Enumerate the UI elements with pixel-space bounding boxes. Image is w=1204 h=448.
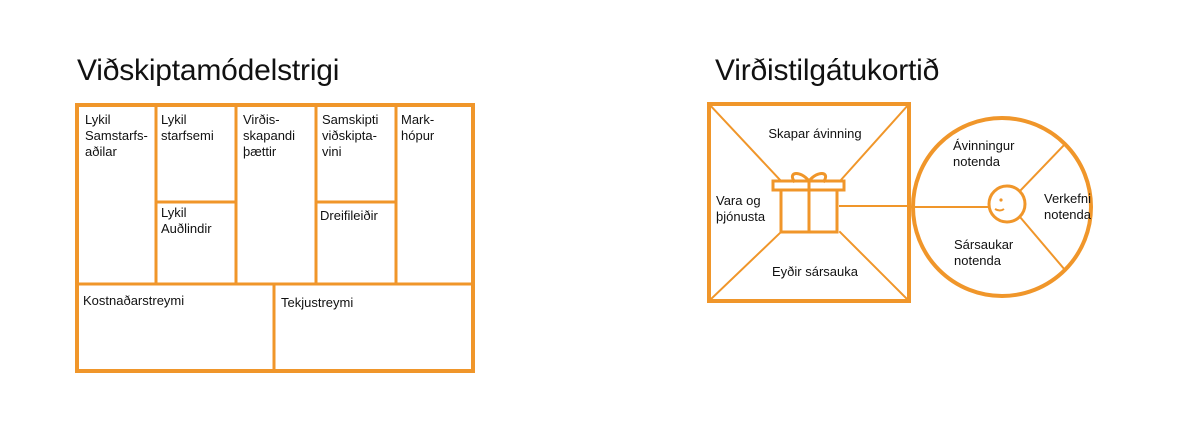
pain-relievers-label: Eyðir sársauka [772,264,858,279]
face-icon [987,184,1027,224]
block-key-resources: Lykil Auðlindir [161,205,212,237]
block-value-propositions: Virðis- skapandi þættir [243,112,295,160]
cost-structure-label: Kostnaðarstreymi [83,293,185,308]
customer-relationships-label: Samskipti viðskipta- vini [322,112,379,159]
gain-creators-label: Skapar ávinning [768,126,862,141]
block-customer-segments: Mark- hópur [401,112,434,144]
channels-label: Dreifileiðir [320,208,378,223]
canvas-title: Viðskiptamódelstrigi [77,54,340,87]
jobs-label: Verkefni notenda [1044,191,1091,222]
customer-segments-label: Mark- hópur [401,112,435,143]
pains-label: Sársaukar notenda [954,237,1014,268]
key-resources-label: Lykil Auðlindir [161,205,212,236]
key-partners-label: Lykil Samstarfs- aðilar [85,112,148,159]
map-title: Virðistilgátukortið [715,54,940,87]
block-key-partners: Lykil Samstarfs- aðilar [85,112,148,160]
block-key-activities: Lykil starfsemi [161,112,214,144]
block-customer-relationships: Samskipti viðskipta- vini [322,112,378,160]
revenue-streams-label: Tekjustreymi [281,295,354,310]
block-channels: Dreifileiðir [320,208,378,224]
value-map-square [707,102,911,303]
products-services-label: Vara og þjónusta [716,193,766,224]
block-revenue-streams: Tekjustreymi [281,295,353,311]
value-propositions-label: Virðis- skapandi þættir [243,112,296,159]
block-cost-structure: Kostnaðarstreymi [83,293,184,309]
gift-icon [771,172,846,234]
gains-label: Ávinningur notenda [953,138,1015,169]
key-activities-label: Lykil starfsemi [161,112,214,143]
